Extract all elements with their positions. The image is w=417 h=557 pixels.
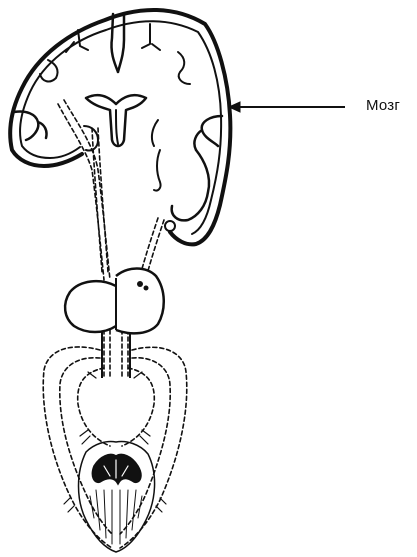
nerve-loop-right-mid (122, 368, 154, 446)
pons-right (116, 269, 164, 334)
pons-left (65, 281, 116, 332)
tract-left-d (98, 128, 108, 272)
brainstem-stalk (102, 332, 130, 378)
sulcus (142, 24, 160, 50)
internal-capsule-right (152, 120, 158, 146)
sulcus (178, 52, 190, 84)
brainstem (65, 269, 164, 334)
lateral-sulcus-left (14, 111, 47, 140)
brain-label: Мозг (366, 97, 400, 114)
nerve-loop-left-inner (60, 358, 112, 534)
tract-left-c (92, 128, 102, 272)
third-ventricle (116, 110, 118, 144)
brain-cross-section (10, 10, 230, 244)
tongue (43, 347, 187, 552)
nucleus-dot (144, 286, 149, 291)
nucleus-dot (137, 281, 143, 287)
motor-tracts (58, 100, 164, 378)
hippocampus-curl (165, 221, 175, 231)
brain-label-arrow (229, 102, 345, 112)
tract-left-a (58, 104, 104, 280)
lateral-sulcus-right (194, 116, 222, 150)
insula-fold (154, 150, 161, 191)
temporal-lobe (172, 150, 209, 220)
longitudinal-fissure (111, 14, 124, 72)
tongue-root (92, 454, 141, 484)
